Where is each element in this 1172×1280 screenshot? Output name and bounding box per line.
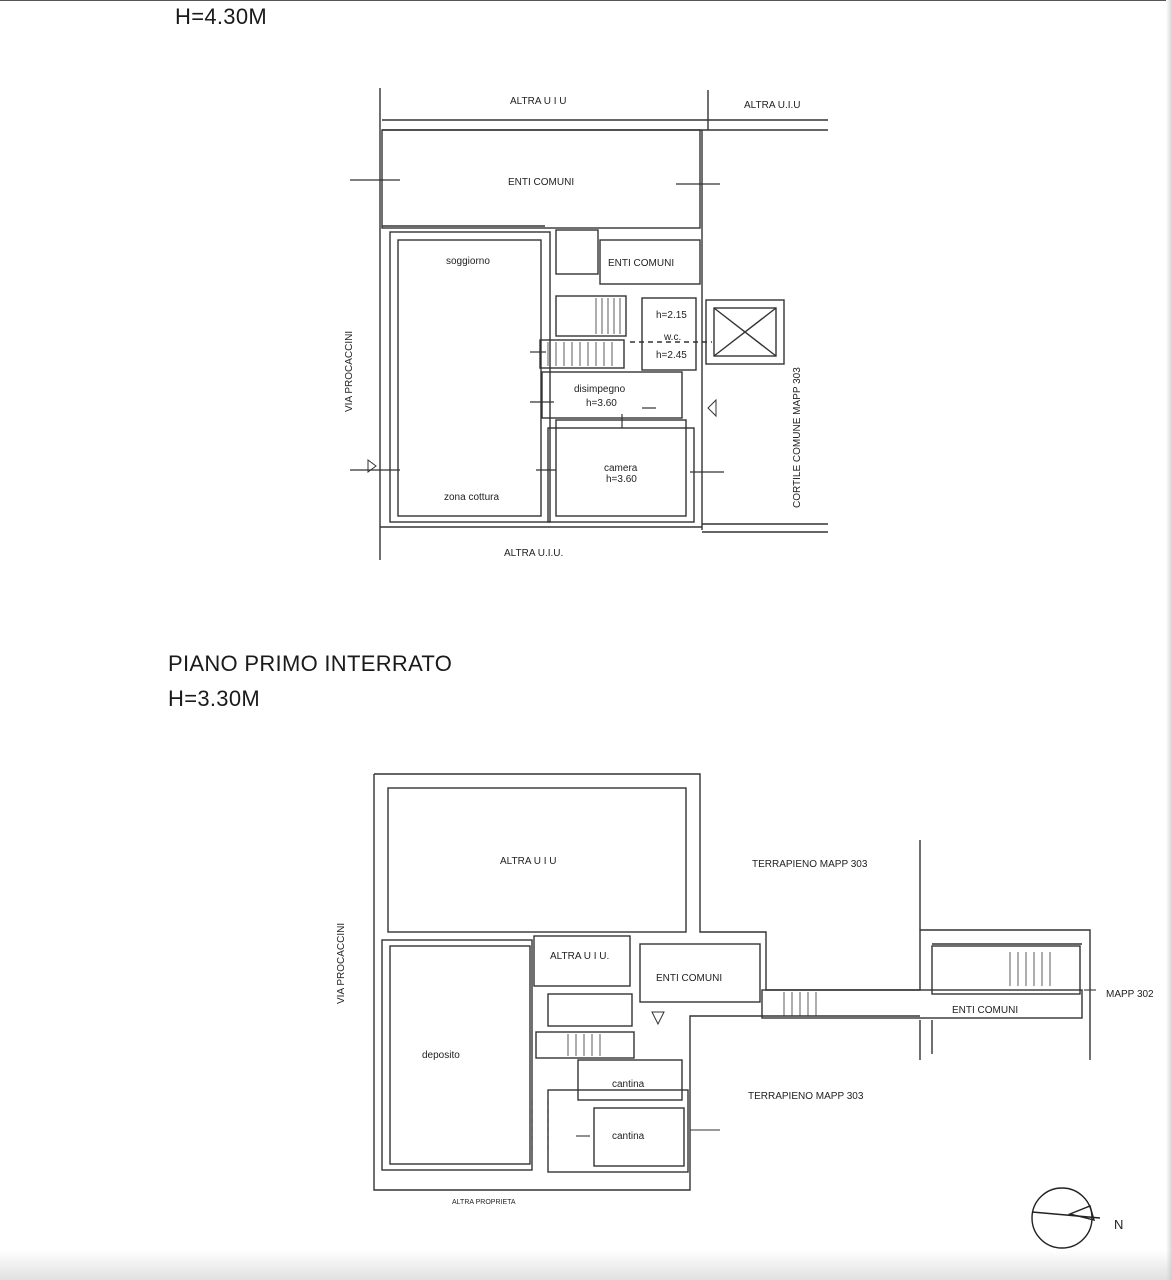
altra-uiu-small-room — [533, 935, 631, 987]
label-north: N — [1114, 1217, 1123, 1232]
deposito-room — [389, 945, 531, 1165]
label-cantina-2: cantina — [612, 1131, 645, 1142]
disimpegno-room — [541, 371, 683, 419]
entrance-marker-right — [707, 398, 717, 418]
basement-stair-upper — [547, 993, 633, 1027]
label-cortile-comune: CORTILE COMUNE MAPP 303 — [792, 367, 803, 508]
scan-edge-shadow-bottom — [0, 1250, 1172, 1280]
label-deposito: deposito — [422, 1050, 460, 1061]
entrance-marker-left — [367, 459, 377, 473]
label-enti-comuni-top: ENTI COMUNI — [508, 177, 574, 188]
enti-comuni-corridor — [761, 989, 1083, 1019]
stair-upper — [555, 295, 627, 337]
label-disimpegno: disimpegno — [574, 384, 626, 395]
label-disimpegno-height: h=3.60 — [586, 398, 617, 409]
label-altra-uiu-top: ALTRA U I U — [510, 96, 567, 107]
label-mapp-302: MAPP 302 — [1106, 989, 1154, 1000]
cantina-2-room — [593, 1107, 685, 1167]
label-cantina-1: cantina — [612, 1079, 645, 1090]
label-h-245: h=2.45 — [656, 350, 687, 361]
label-terrapieno-bottom: TERRAPIENO MAPP 303 — [748, 1091, 864, 1102]
label-h-215: h=2.15 — [656, 310, 687, 321]
soggiorno-room — [397, 239, 542, 517]
label-altra-uiu-small: ALTRA U I U. — [550, 951, 609, 962]
cantina-1-room — [577, 1059, 683, 1101]
label-enti-comuni-corridor: ENTI COMUNI — [952, 1005, 1018, 1016]
wc-room — [641, 297, 697, 371]
label-terrapieno-top: TERRAPIENO MAPP 303 — [752, 859, 868, 870]
altra-uiu-big-room — [387, 787, 687, 933]
enti-comuni-mid-room — [599, 239, 701, 285]
label-enti-comuni-mid: ENTI COMUNI — [608, 258, 674, 269]
label-altra-uiu-big: ALTRA U I U — [500, 856, 557, 867]
label-camera-height: h=3.60 — [606, 474, 637, 485]
stair-lower — [539, 339, 625, 369]
corridor-annex — [931, 945, 1081, 995]
label-altra-uiu-top-right: ALTRA U.I.U — [744, 100, 801, 111]
label-soggiorno: soggiorno — [446, 256, 490, 267]
label-wc: w.c. — [663, 332, 681, 343]
label-via-procaccini: VIA PROCACCINI — [344, 331, 355, 412]
basement-floor-title: PIANO PRIMO INTERRATO — [168, 651, 453, 676]
label-camera: camera — [604, 463, 638, 474]
north-compass — [1031, 1187, 1101, 1249]
enti-comuni-center-room — [639, 943, 761, 1003]
basement-stair-lower — [535, 1031, 635, 1059]
label-altra-uiu-bottom: ALTRA U.I.U. — [504, 548, 563, 559]
label-enti-comuni-center: ENTI COMUNI — [656, 973, 722, 984]
label-altra-proprieta: ALTRA PROPRIETA — [452, 1199, 516, 1206]
basement-floor-height-heading: H=3.30M — [168, 686, 260, 711]
page-top-edge — [0, 0, 1172, 1]
upper-floor-plan: ALTRA U I U ALTRA U.I.U ENTI COMUNI ENTI… — [344, 88, 828, 560]
entrance-marker-basement — [651, 1011, 665, 1026]
scan-edge-shadow-right — [1166, 0, 1172, 1280]
camera-room — [555, 419, 687, 517]
label-via-procaccini-basement: VIA PROCACCINI — [336, 923, 347, 1004]
label-zona-cottura: zona cottura — [444, 492, 499, 503]
light-well — [713, 307, 777, 357]
upper-floor-height-heading: H=4.30M — [175, 4, 267, 29]
